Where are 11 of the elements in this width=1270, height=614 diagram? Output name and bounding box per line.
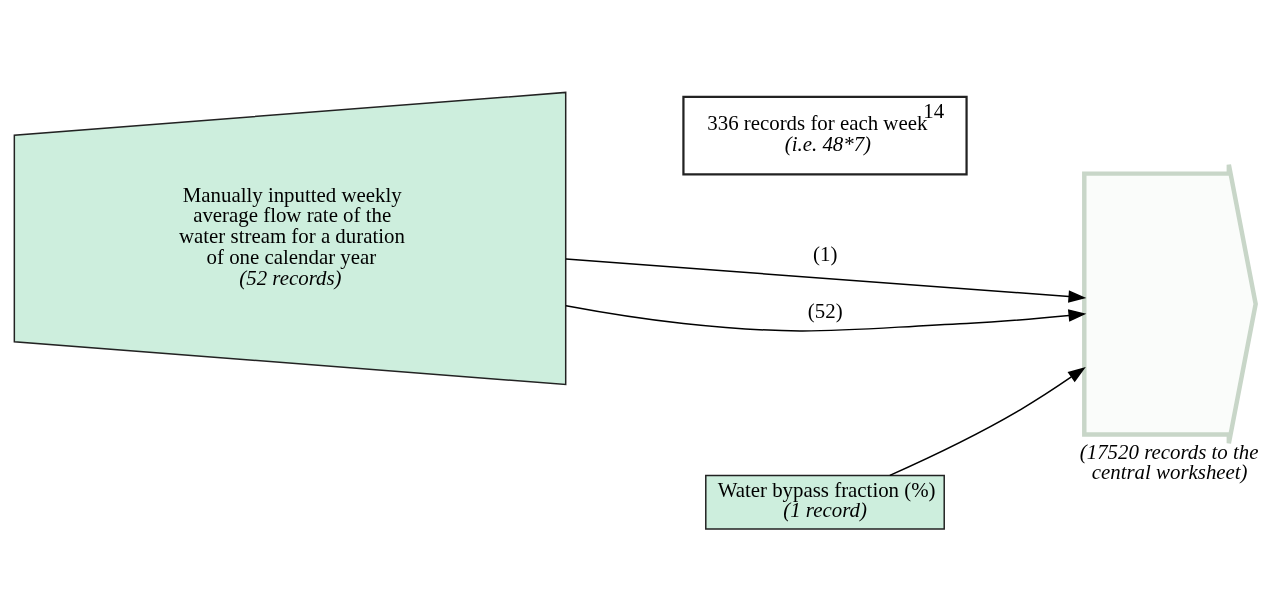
arrow <box>565 304 1087 332</box>
label: (i.e. 48*7) <box>784 131 872 156</box>
node-label: (17520 records to the central worksheet) <box>1079 439 1259 485</box>
node-arrow <box>1082 162 1258 446</box>
arrow <box>565 258 1087 303</box>
node-box: Water bypass fraction (%) (1 record) <box>705 474 945 530</box>
node-box: Manually inputted weekly average flow rate of the water stream for a duration of one calendar year (52 records) <box>13 91 567 386</box>
arrow <box>889 366 1086 477</box>
node-box <box>682 95 968 176</box>
edge-label: (52) <box>807 298 843 323</box>
edge-label: (1) <box>813 242 838 267</box>
